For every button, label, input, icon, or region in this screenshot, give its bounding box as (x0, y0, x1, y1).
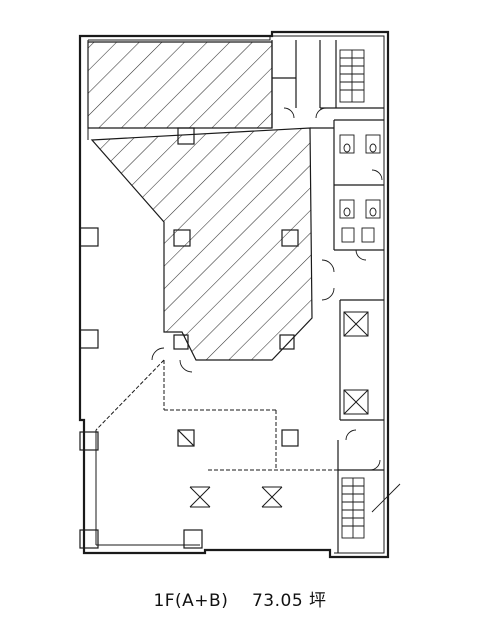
doors (151, 107, 383, 471)
area-label: 73.05 坪 (251, 591, 327, 611)
floor-label: 1F(A+B) (153, 591, 229, 611)
stair-north (339, 49, 365, 103)
structural-columns (79, 127, 299, 549)
floor-plan (78, 30, 401, 559)
open-area-outline (95, 359, 338, 471)
leased-area-b (90, 127, 313, 361)
entrance-doors (189, 486, 283, 508)
toilet-fixtures (339, 134, 381, 243)
stair-south (341, 477, 365, 539)
elevator-2 (343, 389, 369, 415)
elevator-1 (343, 311, 369, 337)
interior-walls (271, 40, 384, 553)
plan-caption: 1F(A+B) 73.05 坪 (0, 586, 480, 611)
leased-area-a (87, 41, 273, 129)
diagonal-line (371, 483, 401, 513)
